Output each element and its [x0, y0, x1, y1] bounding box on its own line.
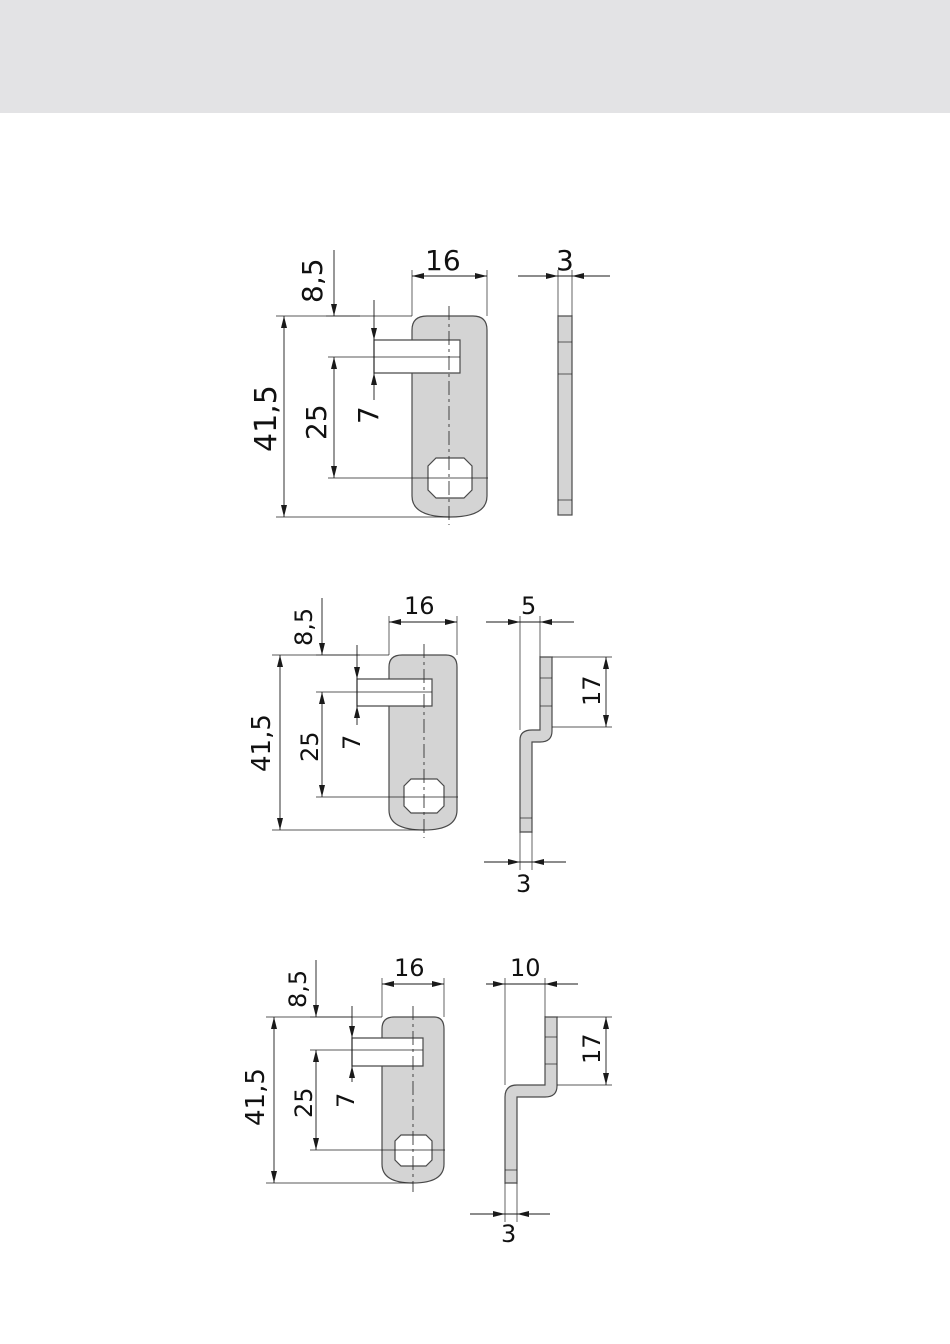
- dim-label-offset: 5: [521, 592, 536, 620]
- dim-label-height: 41,5: [241, 1068, 271, 1126]
- dim-label-height: 41,5: [247, 714, 277, 772]
- dim-label-width: 16: [394, 954, 425, 982]
- cam-front-view-2: [357, 644, 457, 838]
- dim-label-thickness: 3: [516, 870, 531, 898]
- dim-label-thickness: 3: [556, 244, 574, 277]
- dim-label-width: 16: [425, 244, 461, 277]
- dim-label-top-offset: 8,5: [284, 970, 312, 1008]
- cam-front-view-3: [352, 1006, 444, 1192]
- dim-label-top-offset: 8,5: [290, 608, 318, 646]
- dim-label-height: 41,5: [249, 385, 284, 452]
- dim-label-bend-length: 17: [578, 675, 606, 706]
- dim-label-slot-to-hole: 25: [290, 1087, 318, 1118]
- drawing-1: 41,5 8,5 25 7 16 3: [249, 244, 610, 525]
- dim-label-slot-width: 7: [352, 406, 385, 424]
- dim-label-offset: 10: [510, 954, 541, 982]
- dim-label-slot-to-hole: 25: [296, 731, 324, 762]
- drawing-3: 41,5 8,5 25 7 16 10 17 3: [241, 954, 612, 1248]
- dim-label-thickness: 3: [501, 1220, 516, 1248]
- drawing-2: 41,5 8,5 25 7 16 5 17 3: [247, 592, 612, 898]
- dim-label-slot-to-hole: 25: [300, 404, 333, 440]
- dim-label-width: 16: [404, 592, 435, 620]
- dim-label-slot-width: 7: [338, 735, 366, 750]
- cam-front-view-1: [374, 306, 487, 525]
- cam-side-view-2: [484, 616, 612, 870]
- dim-label-top-offset: 8,5: [296, 258, 329, 303]
- cam-side-view-1: [518, 270, 610, 515]
- dim-label-slot-width: 7: [332, 1093, 360, 1108]
- cam-side-view-3: [470, 978, 612, 1222]
- dim-label-bend-length: 17: [578, 1033, 606, 1064]
